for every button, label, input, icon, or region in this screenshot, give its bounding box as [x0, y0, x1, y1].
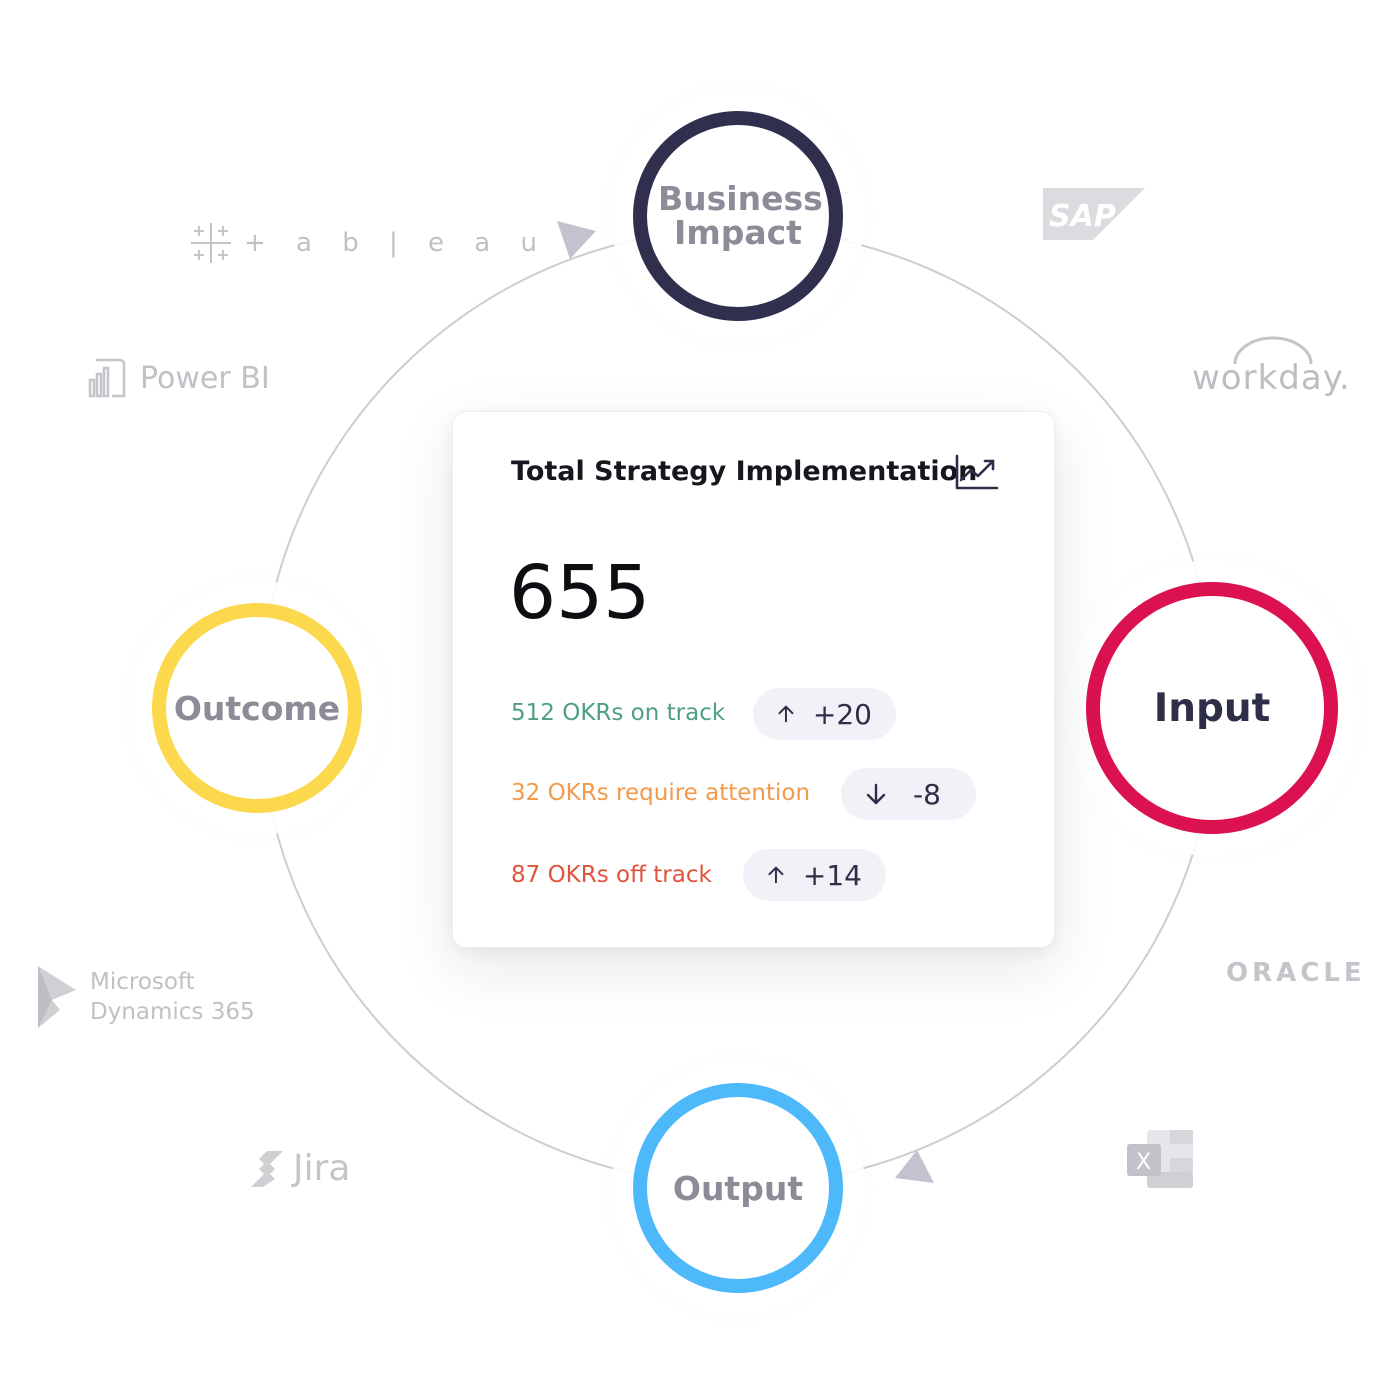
dynamics-logo: Microsoft Dynamics 365 [36, 964, 255, 1030]
powerbi-bars-icon [88, 358, 126, 398]
output-node: Output [633, 1083, 843, 1293]
output-label: Output [672, 1168, 804, 1208]
arrow-down-icon [866, 783, 886, 805]
jira-logo: Jira [247, 1148, 350, 1189]
business-impact-node: Business Impact [633, 111, 843, 321]
trend-chart-icon[interactable] [953, 452, 999, 492]
excel-x-letter: X [1136, 1150, 1151, 1175]
cycle-arrow-bottom [895, 1150, 934, 1183]
workday-logo: workday. [1190, 336, 1355, 406]
tableau-cross-icon [191, 223, 231, 263]
stat-off-track-delta: +14 [802, 858, 862, 892]
tableau-wordmark: + a b | e a u [244, 228, 548, 258]
strategy-summary-card: Total Strategy Implementation 655 512 OK… [452, 411, 1055, 948]
excel-logo: X [1127, 1128, 1195, 1194]
input-node: Input [1086, 582, 1338, 834]
stat-attention-label: 32 OKRs require attention [511, 780, 811, 806]
arrow-up-icon [768, 866, 784, 884]
input-label: Input [1153, 685, 1271, 731]
sap-wordmark: SAP [1049, 199, 1116, 234]
powerbi-logo: Power BI [86, 354, 270, 402]
total-okr-count: 655 [509, 550, 651, 636]
jira-icon [251, 1150, 283, 1187]
stat-attention-delta-badge: -8 [841, 768, 976, 820]
stat-off-track-label: 87 OKRs off track [511, 862, 712, 888]
dynamics-line1: Microsoft [90, 969, 195, 995]
outcome-label: Outcome [173, 688, 341, 728]
jira-wordmark: Jira [293, 1148, 351, 1189]
oracle-logo: ORACLE [1226, 958, 1366, 988]
stat-on-track-delta: +20 [812, 697, 872, 731]
outcome-node: Outcome [152, 603, 362, 813]
cycle-arrow-top [557, 221, 596, 259]
arrow-up-icon [778, 705, 794, 723]
dynamics-triangle-icon [38, 966, 76, 1028]
card-title: Total Strategy Implementation [511, 456, 978, 487]
powerbi-wordmark: Power BI [140, 360, 270, 396]
stat-attention-delta: -8 [913, 777, 941, 811]
tableau-logo: + a b | e a u [188, 220, 548, 266]
workday-wordmark: workday. [1192, 358, 1351, 398]
business-impact-label: Business Impact [658, 179, 823, 252]
stat-on-track-delta-badge: +20 [753, 688, 896, 740]
stat-off-track-delta-badge: +14 [743, 849, 886, 901]
dynamics-line2: Dynamics 365 [90, 999, 255, 1025]
stat-on-track-label: 512 OKRs on track [511, 700, 726, 726]
workday-arc-icon [1233, 336, 1313, 365]
sap-logo: SAP [1043, 188, 1145, 244]
